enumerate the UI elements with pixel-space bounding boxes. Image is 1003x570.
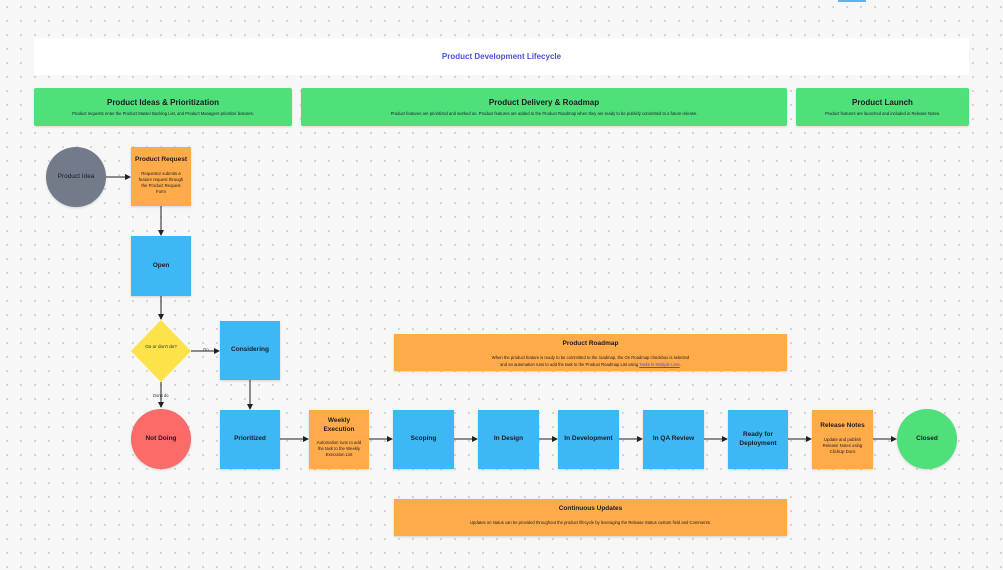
node-closed[interactable]: Closed [897, 409, 957, 469]
note-line-2-text: and an automation runs to add the task t… [500, 361, 639, 367]
phase-description: Product features are prioritized and wor… [390, 111, 698, 116]
node-in-development[interactable]: In Development [558, 410, 619, 469]
node-label: Product Idea [57, 172, 95, 180]
node-label: Closed [916, 434, 938, 442]
note-continuous-updates[interactable]: Continuous Updates Updates on status can… [394, 499, 787, 536]
node-in-design[interactable]: In Design [478, 410, 539, 469]
node-open[interactable]: Open [131, 236, 191, 296]
node-considering[interactable]: Considering [220, 321, 280, 380]
diagram-title-bar: Product Development Lifecycle [34, 38, 969, 75]
node-ready-for-deployment[interactable]: Ready for Deployment [728, 410, 788, 469]
note-line-1: When the product feature is ready to be … [491, 355, 690, 360]
note-title: Continuous Updates [558, 505, 623, 512]
note-line-2: and an automation runs to add the task t… [500, 361, 681, 367]
note-description: When the product feature is ready to be … [394, 355, 787, 368]
node-title: Product Request [134, 156, 187, 163]
node-label: Prioritized [234, 435, 266, 443]
phase-description: Product requests enter the Product Maste… [72, 111, 254, 116]
node-prioritized[interactable]: Prioritized [220, 410, 280, 469]
node-release-notes[interactable]: Release Notes Update and publish Release… [812, 410, 873, 469]
phase-delivery-roadmap[interactable]: Product Delivery & Roadmap Product featu… [301, 88, 787, 126]
phase-title: Product Launch [852, 98, 913, 107]
node-label: Ready for Deployment [739, 430, 777, 447]
node-description: Update and publish Release Notes using C… [822, 436, 863, 455]
phase-description: Product features are launched and includ… [824, 111, 941, 116]
note-description: Updates on status can be provided throug… [470, 520, 711, 525]
decision-label: Go or don't do? [145, 344, 177, 349]
phase-title: Product Ideas & Prioritization [106, 98, 219, 107]
decision-diamond [131, 320, 191, 382]
phase-product-launch[interactable]: Product Launch Product features are laun… [796, 88, 969, 126]
node-description: Automation runs to add the task to the W… [316, 439, 362, 457]
phase-title: Product Delivery & Roadmap [488, 98, 600, 107]
node-scoping[interactable]: Scoping [393, 410, 454, 469]
node-title: Weekly Execution [323, 417, 355, 433]
edge-label-dont-do: Don't do [153, 393, 169, 398]
phase-ideas-prioritization[interactable]: Product Ideas & Prioritization Product r… [34, 88, 292, 126]
node-description: Requestor submits a feature request thro… [138, 170, 184, 195]
node-in-qa-review[interactable]: In QA Review [643, 410, 704, 469]
node-label: Scoping [410, 435, 437, 443]
note-title: Product Roadmap [562, 340, 619, 347]
node-label: In Design [493, 435, 524, 443]
note-product-roadmap[interactable]: Product Roadmap When the product feature… [394, 334, 787, 371]
node-weekly-execution[interactable]: Weekly Execution Automation runs to add … [309, 410, 369, 469]
diagram-title: Product Development Lifecycle [441, 52, 562, 61]
node-product-idea[interactable]: Product Idea [46, 147, 106, 207]
node-label: In QA Review [652, 435, 695, 443]
node-not-doing[interactable]: Not Doing [131, 409, 191, 469]
node-product-request[interactable]: Product Request Requestor submits a feat… [131, 147, 191, 206]
top-accent-bar [838, 0, 866, 2]
node-label: Not Doing [145, 434, 177, 442]
tasks-in-multiple-lists-link[interactable]: Tasks in Multiple Lists [639, 361, 680, 367]
node-label: In Development [564, 435, 613, 443]
edge-label-go: Go [203, 347, 209, 352]
node-title: Release Notes [820, 422, 865, 429]
node-label: Open [152, 261, 170, 269]
node-label: Considering [231, 346, 269, 354]
